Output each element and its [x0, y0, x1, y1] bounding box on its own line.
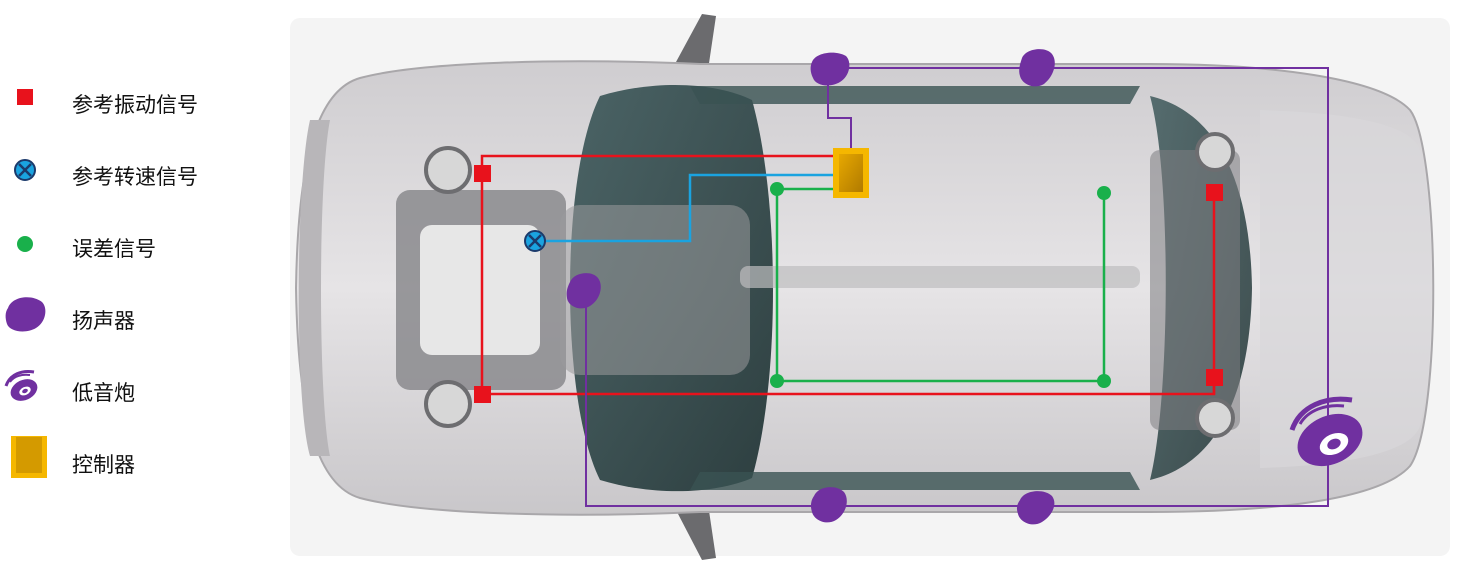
rear-suspension [1150, 150, 1240, 430]
speaker-icon [1019, 49, 1055, 87]
controller-icon [11, 436, 47, 478]
legend-item-vibration: 参考振动信号 [0, 76, 280, 126]
error-microphone [770, 374, 784, 388]
speaker-icon [5, 297, 46, 332]
legend-item-error: 误差信号 [0, 220, 280, 270]
speaker-wire [585, 67, 1329, 507]
front-wheel-bottom [424, 380, 472, 428]
error-microphone [1097, 374, 1111, 388]
legend-item-speed: 参考转速信号 [0, 148, 280, 198]
vibration-sensor [1206, 184, 1223, 201]
exhaust-pipe [740, 266, 1140, 288]
legend-label: 参考振动信号 [72, 93, 198, 117]
legend-item-controller: 控制器 [0, 436, 280, 486]
legend-label: 低音炮 [72, 381, 135, 405]
mirror-bottom [676, 504, 716, 560]
speaker-icon [810, 487, 847, 523]
vibration-sensor [474, 386, 491, 403]
legend-label: 参考转速信号 [72, 165, 198, 189]
vibration-sensor [474, 165, 491, 182]
controller-icon [833, 148, 869, 198]
legend-item-subwoofer: 低音炮 [0, 364, 280, 414]
legend: 参考振动信号 参考转速信号 误差信号 扬声器 低音炮 [0, 0, 280, 576]
side-window-bottom [690, 472, 1140, 490]
subwoofer-icon [4, 370, 38, 401]
engine-block [420, 225, 540, 355]
mirror-top [676, 14, 716, 70]
trunk [1260, 110, 1432, 468]
speaker-wire [827, 80, 852, 148]
error-microphone [770, 182, 784, 196]
legend-label: 误差信号 [72, 237, 156, 261]
speed-sensor-icon [14, 159, 36, 181]
front-wheel-top [424, 146, 472, 194]
side-window-top [690, 86, 1140, 104]
legend-label: 控制器 [72, 453, 135, 477]
rear-wheel-top [1195, 132, 1235, 172]
green-dot-icon [17, 236, 33, 252]
speaker-icon [1016, 491, 1055, 525]
transmission [560, 205, 750, 375]
speaker-icon [810, 52, 850, 86]
legend-label: 扬声器 [72, 309, 135, 333]
legend-item-speaker: 扬声器 [0, 292, 280, 342]
speed-sensor-icon [524, 230, 546, 252]
vibration-wire [480, 174, 1216, 396]
error-microphone [1097, 186, 1111, 200]
speed-wire [535, 173, 834, 243]
rear-wheel-bottom [1195, 398, 1235, 438]
speaker-icon [566, 273, 601, 309]
red-square-icon [17, 89, 33, 105]
front-bumper [298, 120, 330, 456]
vibration-sensor [1206, 369, 1223, 386]
subwoofer-icon [1289, 396, 1363, 467]
